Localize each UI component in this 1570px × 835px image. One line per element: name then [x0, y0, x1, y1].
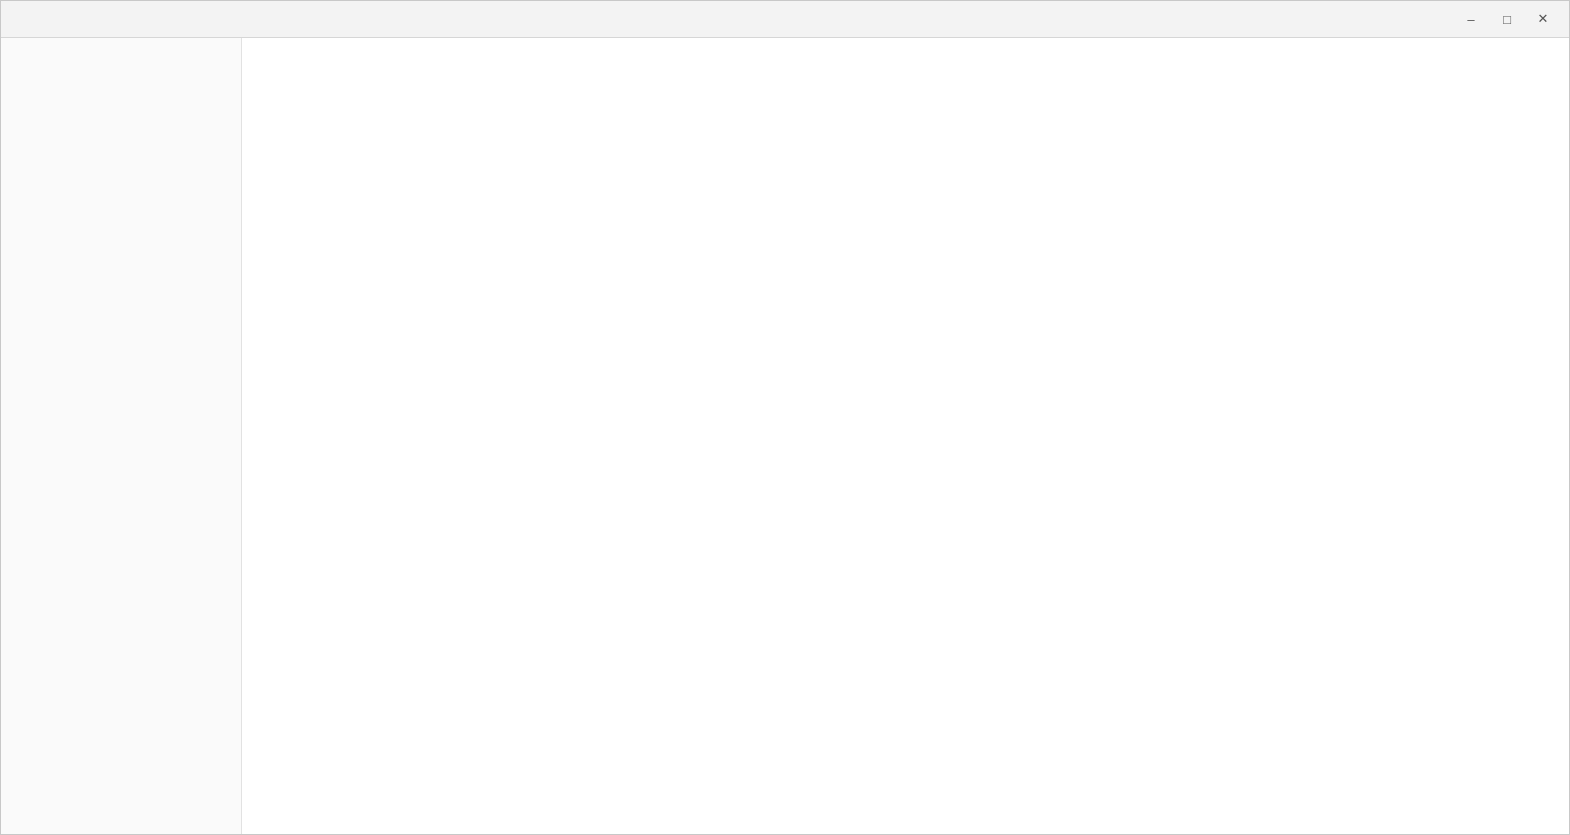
window-body — [1, 38, 1569, 834]
title-bar: – □ ✕ — [1, 1, 1569, 38]
window-controls: – □ ✕ — [1457, 8, 1557, 30]
close-icon[interactable]: ✕ — [1537, 11, 1549, 26]
minimize-icon[interactable]: – — [1467, 11, 1475, 27]
maximize-icon[interactable]: □ — [1503, 11, 1511, 27]
sidebar — [1, 38, 242, 834]
main-content — [242, 38, 1569, 834]
